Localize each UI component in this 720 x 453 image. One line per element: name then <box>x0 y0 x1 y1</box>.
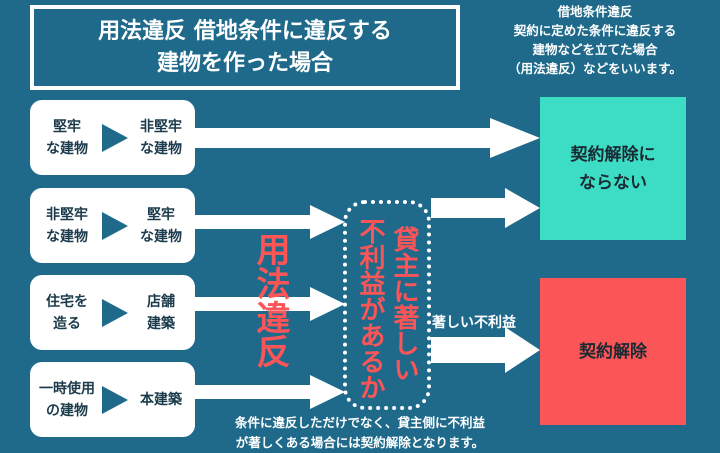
title-line-1: 用法違反 借地条件に違反する <box>98 18 392 44</box>
triangle-arrow-icon <box>102 299 128 327</box>
arrow-case-4 <box>195 375 345 409</box>
arrow-case-1 <box>195 118 540 158</box>
result-cancellation: 契約解除 <box>540 278 686 425</box>
case-from: 堅牢 な建物 <box>46 118 88 157</box>
title-box: 用法違反 借地条件に違反する 建物を作った場合 <box>30 5 460 90</box>
arrow-to-no-cancel <box>431 188 540 228</box>
triangle-arrow-icon <box>102 212 128 240</box>
significant-disadvantage-label: 著しい不利益 <box>432 315 516 331</box>
definition-note: 借地条件違反 契約に定めた条件に違反する 建物などを立てた場合 （用法違反）など… <box>470 2 720 78</box>
footer-note: 条件に違反しただけでなく、貸主側に不利益 が著しくある場合には契約解除となります… <box>200 413 520 453</box>
footer-line: 条件に違反しただけでなく、貸主側に不利益 <box>234 415 485 430</box>
case-to: 本建築 <box>140 391 182 408</box>
result-no-cancellation: 契約解除に ならない <box>540 97 686 240</box>
case-to: 堅牢 な建物 <box>140 206 182 245</box>
case-box-4: 一時使用 の建物 本建築 <box>30 362 195 437</box>
arrow-case-3 <box>195 287 345 321</box>
note-line: 契約に定めた条件に違反する <box>513 23 677 38</box>
title-line-2: 建物を作った場合 <box>156 50 333 76</box>
case-from: 非堅牢 な建物 <box>46 206 88 245</box>
question-col-1: 貸主に著しい <box>389 226 419 382</box>
footer-line: が著しくある場合には契約解除となります。 <box>235 435 485 450</box>
case-box-2: 非堅牢 な建物 堅牢 な建物 <box>30 188 195 263</box>
arrows <box>195 118 540 409</box>
case-from: 一時使用 の建物 <box>39 380 95 419</box>
case-to: 非堅牢 な建物 <box>140 118 182 157</box>
youho-ihan-label: 用法違反 <box>250 232 290 368</box>
case-box-1: 堅牢 な建物 非堅牢 な建物 <box>30 100 195 175</box>
note-line: （用法違反）などをいいます。 <box>508 61 682 76</box>
arrow-case-2 <box>195 205 345 239</box>
arrow-to-cancel <box>431 327 540 373</box>
case-from: 住宅を 造る <box>46 293 88 332</box>
note-line: 建物などを立てた場合 <box>532 42 658 57</box>
case-to: 店舗 建築 <box>147 293 175 332</box>
triangle-arrow-icon <box>102 386 128 414</box>
triangle-arrow-icon <box>102 124 128 152</box>
question-col-2: 不利益があるか <box>355 218 385 400</box>
note-line: 借地条件違反 <box>557 4 633 19</box>
case-box-3: 住宅を 造る 店舗 建築 <box>30 275 195 350</box>
question-box: 貸主に著しい 不利益があるか <box>343 200 431 410</box>
